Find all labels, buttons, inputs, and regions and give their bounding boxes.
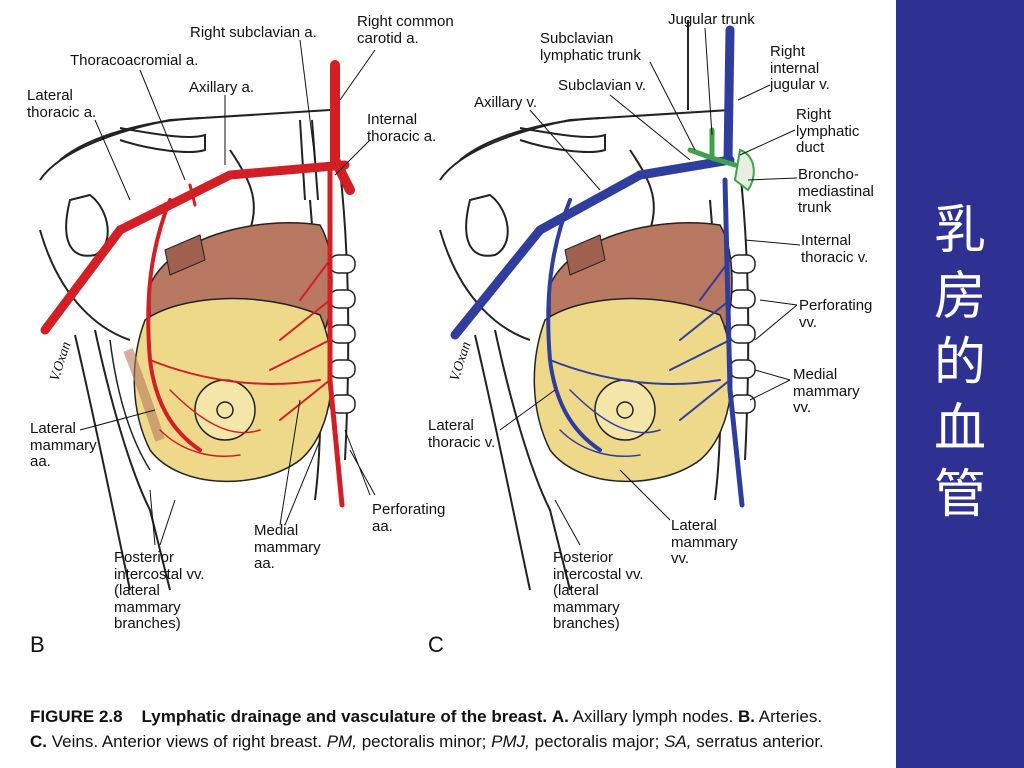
caption-c-label: C.	[30, 732, 47, 751]
label-medial-mammary-vv: Medial mammary vv.	[793, 366, 860, 416]
label-internal-thoracic-v: Internal thoracic v.	[801, 232, 869, 266]
label-axillary-v: Axillary v.	[474, 94, 538, 111]
label-lateral-mammary-vv: Lateral mammary vv.	[671, 517, 738, 567]
figure-panel: V.Oxan	[27, 11, 890, 754]
label-thoracoacromial-a: Thoracoacromial a.	[70, 52, 199, 69]
label-right-common-carotid-a: Right common carotid a.	[357, 13, 454, 47]
label-right-internal-jugular-v: Right internal jugular v.	[770, 43, 830, 93]
artist-signature-c: V.Oxan	[448, 340, 475, 383]
caption-b-label: B.	[737, 707, 755, 726]
panel-letter-c: C	[428, 632, 444, 657]
title-char-3: 的	[933, 333, 986, 393]
caption-c-text: Veins. Anterior views of right breast.	[51, 732, 322, 751]
label-posterior-intercostal-c: Posterior intercostal vv. (lateral mamma…	[553, 549, 644, 632]
label-lateral-thoracic-a: Lateral thoracic a.	[27, 87, 97, 121]
slide-title: 乳 房 的 血 管	[896, 198, 1024, 528]
title-sidebar: 乳 房 的 血 管	[896, 0, 1024, 768]
veins-illustration: V.Oxan	[439, 20, 801, 591]
panel-letter-b: B	[30, 632, 45, 657]
figure-caption: FIGURE 2.8 Lymphatic drainage and vascul…	[30, 704, 890, 754]
label-posterior-intercostal-b: Posterior intercostal vv. (lateral mamma…	[114, 549, 205, 632]
label-perforating-aa: Perforating aa.	[372, 501, 446, 535]
label-bronchomediastinal-trunk: Broncho- mediastinal trunk	[798, 166, 874, 216]
caption-figure-label: FIGURE 2.8	[30, 707, 123, 726]
caption-pm-text: pectoralis minor;	[361, 732, 487, 751]
caption-pmj-text: pectoralis major;	[534, 732, 660, 751]
caption-title: Lymphatic drainage and vasculature of th…	[141, 707, 548, 726]
label-right-subclavian-a: Right subclavian a.	[190, 24, 317, 41]
label-lateral-thoracic-v: Lateral thoracic v.	[428, 417, 496, 451]
caption-b-text: Arteries.	[758, 707, 823, 726]
label-lateral-mammary-aa: Lateral mammary aa.	[30, 420, 97, 470]
label-medial-mammary-aa: Medial mammary aa.	[254, 522, 321, 572]
label-perforating-vv: Perforating vv.	[799, 297, 873, 331]
caption-pm-abbr: PM,	[326, 732, 357, 751]
caption-a-text: Axillary lymph nodes.	[572, 707, 734, 726]
label-subclavian-v: Subclavian v.	[558, 77, 647, 94]
caption-a-label: A.	[551, 707, 569, 726]
caption-sa-text: serratus anterior.	[696, 732, 824, 751]
title-char-4: 血	[933, 399, 986, 459]
caption-pmj-abbr: PMJ,	[491, 732, 530, 751]
label-subclavian-lymphatic-trunk: Subclavian lymphatic trunk	[540, 30, 641, 64]
label-internal-thoracic-a: Internal thoracic a.	[367, 111, 437, 145]
label-jugular-trunk: Jugular trunk	[668, 11, 755, 28]
title-char-1: 乳	[933, 201, 986, 261]
arteries-illustration: V.Oxan	[39, 39, 376, 591]
title-char-2: 房	[933, 267, 986, 327]
label-right-lymphatic-duct: Right lymphatic duct	[796, 106, 860, 156]
label-axillary-a: Axillary a.	[189, 79, 255, 96]
caption-sa-abbr: SA,	[664, 732, 692, 751]
title-char-5: 管	[933, 465, 986, 525]
